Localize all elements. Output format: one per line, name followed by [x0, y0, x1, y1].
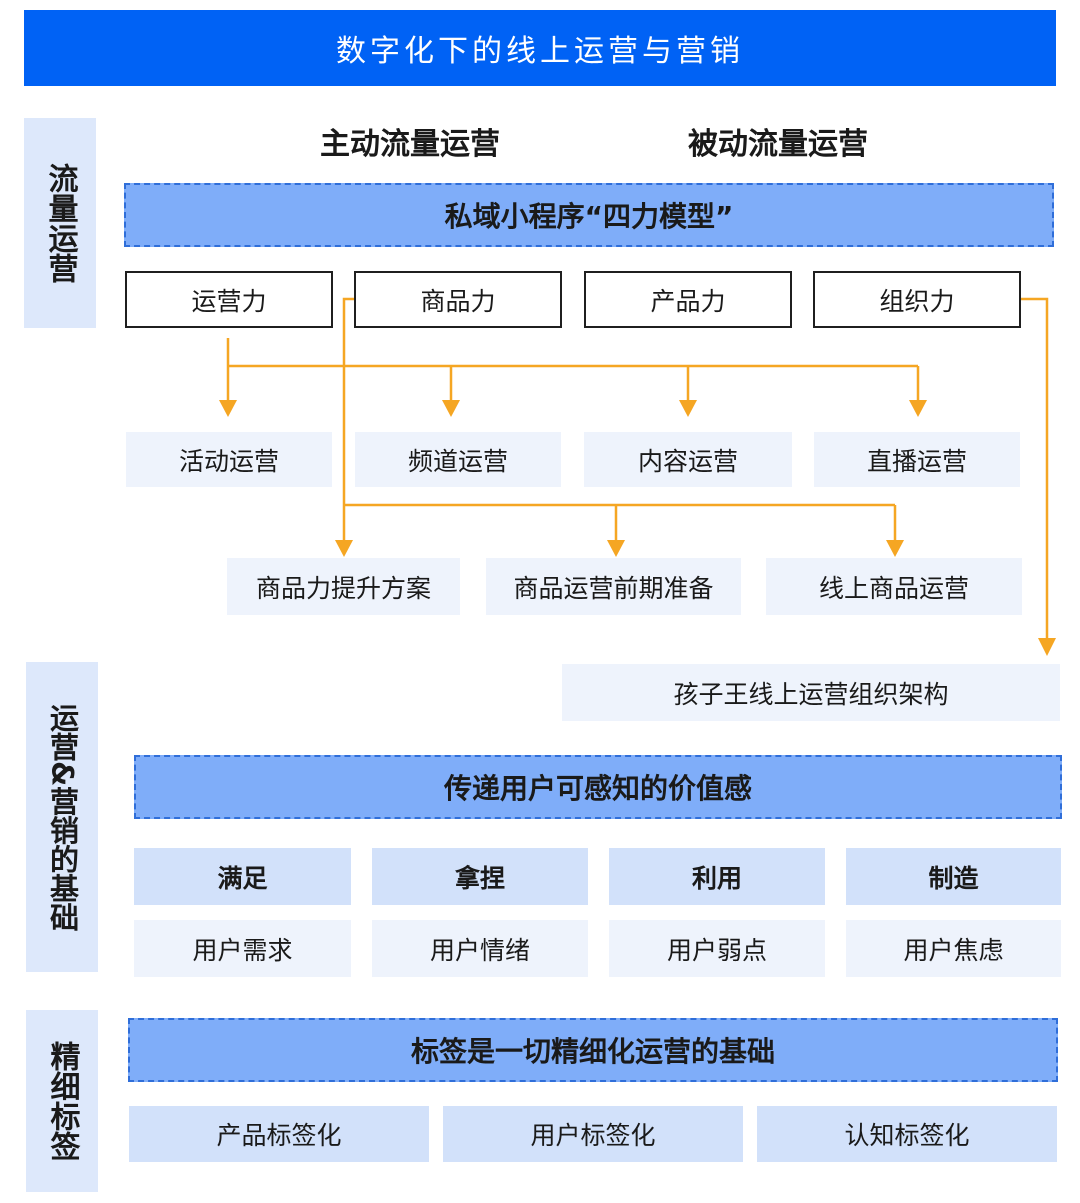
- active-traffic-heading: 主动流量运营: [320, 127, 500, 162]
- tag-user: 用户标签化: [443, 1106, 743, 1162]
- tagging-banner: 标签是一切精细化运营的基础: [128, 1018, 1058, 1082]
- target-anxiety: 用户焦虑: [846, 920, 1061, 977]
- target-emotions: 用户情绪: [372, 920, 588, 977]
- target-weaknesses: 用户弱点: [609, 920, 825, 977]
- goods-item-online: 线上商品运营: [766, 558, 1022, 615]
- passive-traffic-heading: 被动流量运营: [688, 127, 868, 162]
- tag-product: 产品标签化: [129, 1106, 429, 1162]
- ops-connector: [226, 338, 920, 403]
- action-satisfy: 满足: [134, 848, 351, 905]
- action-create: 制造: [846, 848, 1061, 905]
- ops-item-activity: 活动运营: [126, 432, 332, 487]
- ops-item-channel: 频道运营: [355, 432, 561, 487]
- goods-item-improvement: 商品力提升方案: [227, 558, 460, 615]
- force-merchandise: 商品力: [354, 271, 562, 328]
- value-perception-banner: 传递用户可感知的价值感: [134, 755, 1062, 819]
- action-grasp: 拿捏: [372, 848, 588, 905]
- org-structure-item: 孩子王线上运营组织架构: [562, 664, 1060, 721]
- action-utilize: 利用: [609, 848, 825, 905]
- target-needs: 用户需求: [134, 920, 351, 977]
- force-organization: 组织力: [813, 271, 1021, 328]
- section-label-foundation: 运营&营销的基础: [26, 662, 98, 972]
- ops-item-live: 直播运营: [814, 432, 1020, 487]
- goods-connector: [342, 297, 897, 543]
- tag-cognition: 认知标签化: [757, 1106, 1057, 1162]
- org-connector: [1021, 297, 1049, 642]
- arrow-heads: [219, 400, 1056, 656]
- ops-item-content: 内容运营: [584, 432, 792, 487]
- section-label-tagging: 精细标签: [26, 1010, 98, 1192]
- goods-item-preparation: 商品运营前期准备: [486, 558, 741, 615]
- four-force-model-banner: 私域小程序“四力模型”: [124, 183, 1054, 247]
- force-operations: 运营力: [125, 271, 333, 328]
- section-label-traffic: 流量运营: [24, 118, 96, 328]
- force-product: 产品力: [584, 271, 792, 328]
- page-title: 数字化下的线上运营与营销: [24, 10, 1056, 86]
